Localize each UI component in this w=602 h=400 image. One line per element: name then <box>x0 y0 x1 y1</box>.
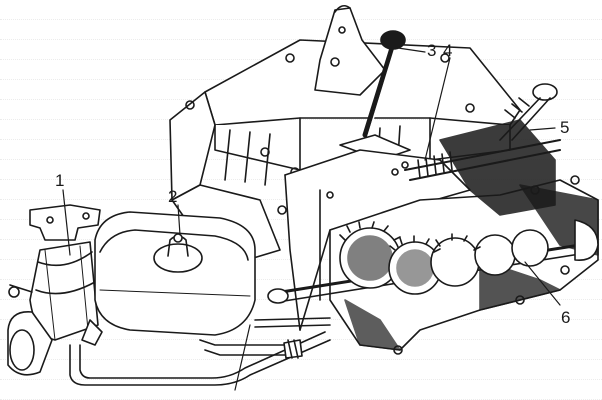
leader-3 <box>397 47 426 53</box>
callout-4: 4 <box>443 41 452 60</box>
leader-5 <box>529 127 556 131</box>
leader-6 <box>524 261 561 306</box>
bleed-line <box>0 0 602 20</box>
callout-1: 1 <box>55 171 64 190</box>
callout-3: 3 <box>427 41 436 60</box>
bleed-line <box>0 100 602 120</box>
hydraulic-lines <box>69 288 331 386</box>
front-bracket <box>284 149 471 331</box>
cylinder-assembly <box>7 204 103 376</box>
leader-lines <box>62 47 561 391</box>
callout-5: 5 <box>560 118 569 137</box>
leader-1 <box>62 189 71 256</box>
gear-cutaway <box>273 83 599 355</box>
bleed-line <box>0 360 602 380</box>
bleed-line <box>0 340 602 360</box>
leader-2 <box>177 204 181 236</box>
callout-6: 6 <box>561 308 570 327</box>
leader-4 <box>424 57 451 161</box>
leader-line-bottom <box>234 324 251 391</box>
bleed-line <box>0 320 602 340</box>
callout-2: 2 <box>168 187 177 206</box>
fluid-reservoir <box>94 211 256 336</box>
